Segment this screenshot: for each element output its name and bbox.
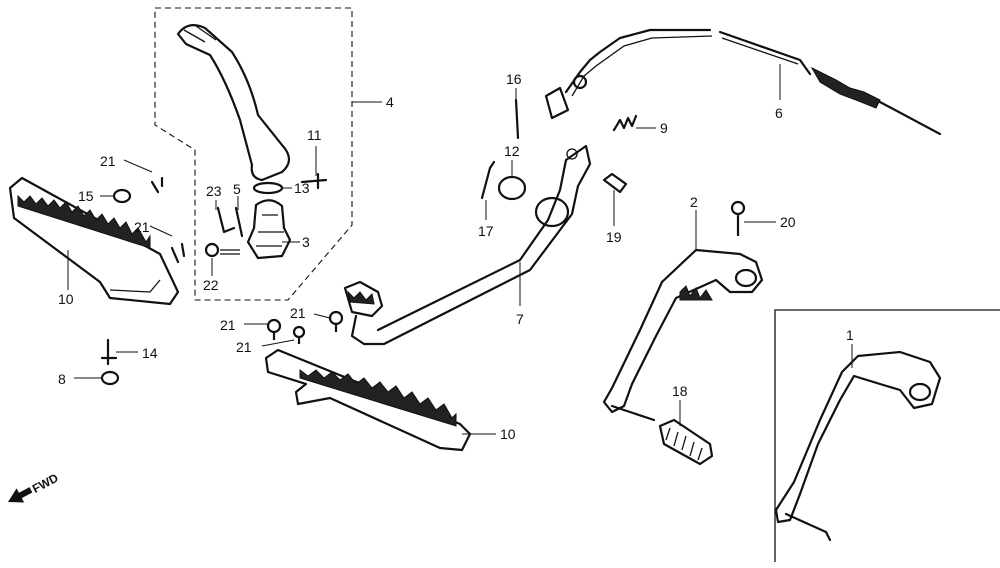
bolt-21-left-a — [150, 176, 164, 194]
callout-20: 20 — [780, 214, 796, 230]
nut-8 — [100, 370, 120, 386]
brake-pedal — [343, 144, 592, 346]
nut-22 — [204, 242, 220, 258]
bolt-21-center-b — [328, 310, 344, 332]
callout-15: 15 — [78, 188, 94, 204]
callout-11: 11 — [307, 127, 322, 143]
callout-19: 19 — [606, 229, 622, 245]
callout-22: 22 — [203, 277, 219, 293]
callout-14: 14 — [142, 345, 158, 361]
pedal-rubber — [658, 418, 714, 466]
left-footpeg — [8, 176, 180, 306]
callout-10-a: 10 — [58, 291, 74, 307]
washer-22 — [220, 249, 240, 255]
pivot-bolt — [602, 172, 628, 194]
leader-21e — [261, 339, 295, 347]
washer-12 — [497, 175, 527, 201]
callout-23: 23 — [206, 183, 222, 199]
callout-9: 9 — [660, 120, 668, 136]
callout-18: 18 — [672, 383, 688, 399]
callout-21-c: 21 — [220, 317, 236, 333]
bolt-21-left-b — [170, 242, 186, 264]
spring — [612, 114, 638, 132]
callout-5: 5 — [233, 181, 241, 197]
brake-cable — [544, 28, 942, 136]
kick-spindle — [246, 199, 292, 260]
callout-7: 7 — [516, 311, 524, 327]
kick-lever-kit-outline — [154, 7, 353, 301]
svg-text:FWD: FWD — [30, 471, 61, 496]
callout-16: 16 — [506, 71, 522, 87]
bolt-20 — [730, 200, 746, 236]
forward-arrow-icon: FWD — [8, 471, 61, 503]
leader-21b — [149, 225, 173, 237]
pin-23 — [216, 206, 236, 234]
kick-starter-arm — [176, 23, 291, 182]
callout-21-e: 21 — [236, 339, 252, 355]
bolt-21-center-c — [292, 325, 306, 344]
callout-13: 13 — [294, 180, 310, 196]
gear-change-pedal — [602, 248, 764, 422]
callout-17: 17 — [478, 223, 494, 239]
bolt-11 — [300, 172, 328, 190]
callout-21-d: 21 — [290, 305, 306, 321]
callout-12: 12 — [504, 143, 520, 159]
callout-21-b: 21 — [134, 219, 150, 235]
callout-1: 1 — [846, 327, 854, 343]
right-footpeg — [264, 348, 472, 452]
bolt-21-center-a — [266, 318, 282, 340]
callout-2: 2 — [690, 194, 698, 210]
brake-rod — [514, 98, 520, 140]
callout-21-a: 21 — [100, 153, 116, 169]
callout-3: 3 — [302, 234, 310, 250]
bolt-14 — [100, 338, 118, 366]
callout-4: 4 — [386, 94, 394, 110]
callout-6: 6 — [775, 105, 783, 121]
gear-pedal-box-outline — [774, 309, 1000, 562]
callout-8: 8 — [58, 371, 66, 387]
leader-21a — [123, 159, 153, 173]
spring-pin — [234, 206, 244, 238]
o-ring — [252, 181, 284, 195]
cotter-pin — [480, 160, 496, 200]
leader-21d — [313, 313, 331, 319]
cap-15 — [112, 188, 132, 204]
callout-10-b: 10 — [500, 426, 516, 442]
gear-change-pedal-alt — [774, 350, 942, 542]
